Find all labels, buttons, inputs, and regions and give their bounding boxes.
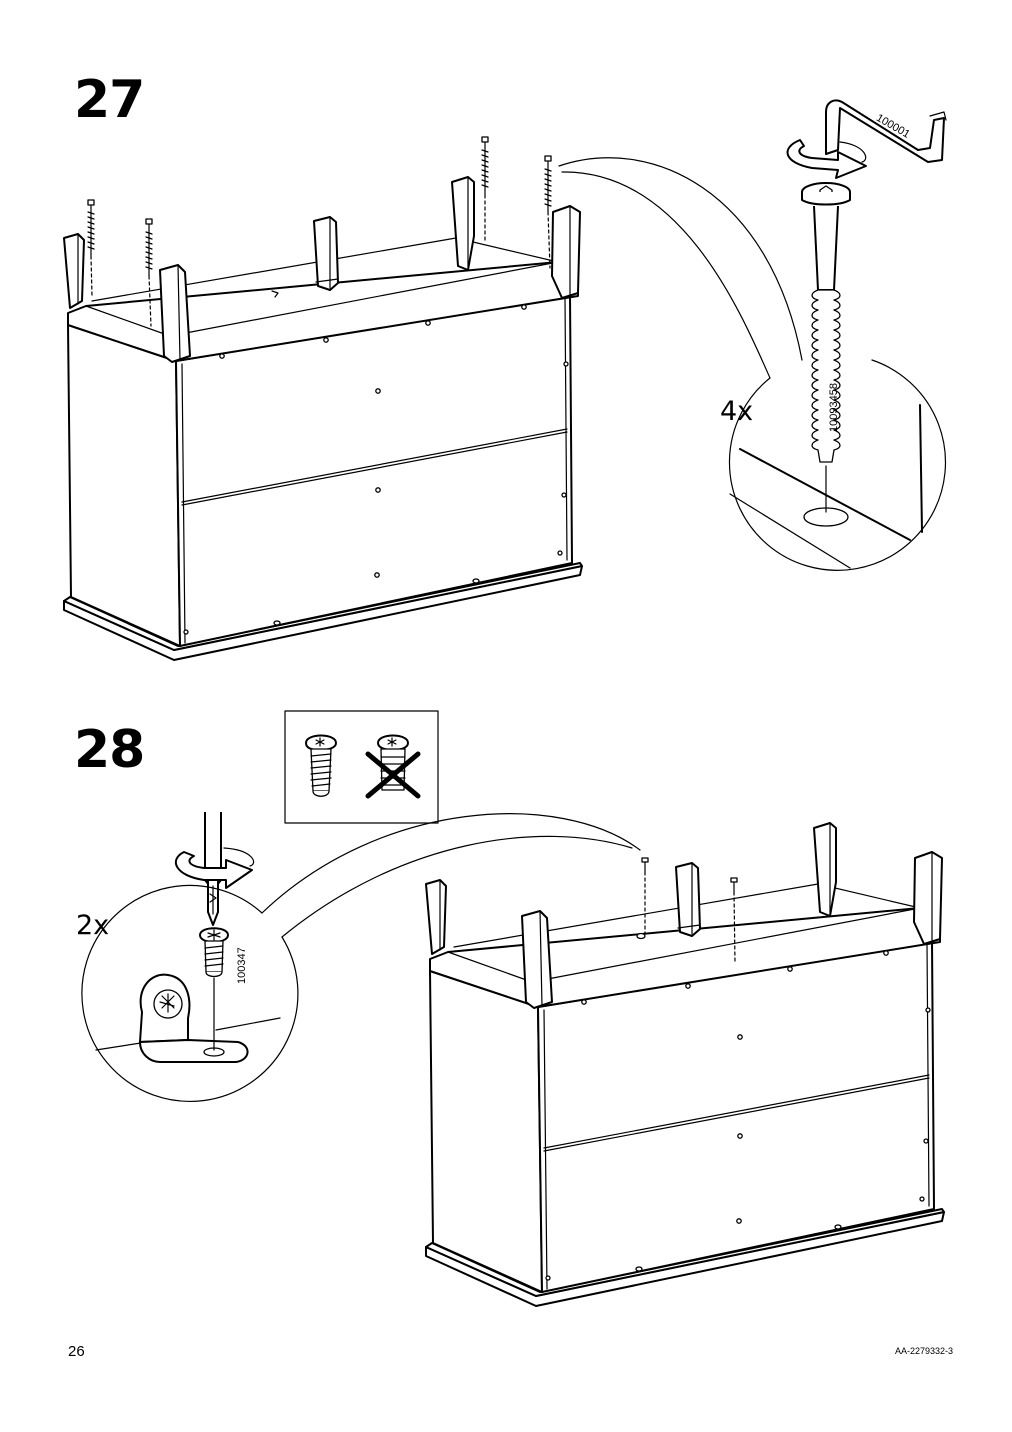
step-28-part-number: 100347 [236, 947, 248, 984]
leg [425, 879, 447, 955]
leg [63, 233, 85, 309]
cam-screw-icon [730, 877, 738, 963]
leg [551, 205, 581, 299]
dresser-upside-down [425, 822, 945, 1307]
leg [521, 910, 553, 1009]
leg-screw-icon [87, 199, 95, 297]
rotate-arrow-icon [174, 847, 255, 889]
wrong-screw-icon [365, 734, 421, 799]
dresser-upside-down [63, 136, 583, 661]
leg [159, 264, 191, 363]
leg [675, 862, 701, 937]
leg-screw-icon [481, 136, 489, 241]
detail-circle [728, 359, 947, 571]
cam-screw-icon [636, 857, 649, 940]
bolt-icon [801, 182, 851, 463]
step-28-quantity: 2x [76, 910, 110, 941]
step-28-number: 28 [74, 720, 145, 780]
bracket-icon [139, 973, 249, 1063]
detail-circle [81, 884, 299, 1102]
rotate-arrow-icon [786, 139, 867, 179]
allen-key-icon [825, 99, 947, 163]
document-code: AA-2279332-3 [895, 1346, 954, 1356]
leg [451, 176, 475, 271]
step-27-number: 27 [74, 70, 145, 130]
leg-screw-icon [544, 155, 552, 269]
screw-comparison-box [284, 710, 439, 824]
page-number: 26 [68, 1343, 85, 1360]
leg [813, 822, 837, 917]
leg-screw-icon [145, 218, 153, 327]
leg [313, 216, 339, 291]
leg [913, 851, 943, 945]
cam-screw-icon [199, 927, 229, 1051]
correct-screw-icon [305, 734, 337, 797]
